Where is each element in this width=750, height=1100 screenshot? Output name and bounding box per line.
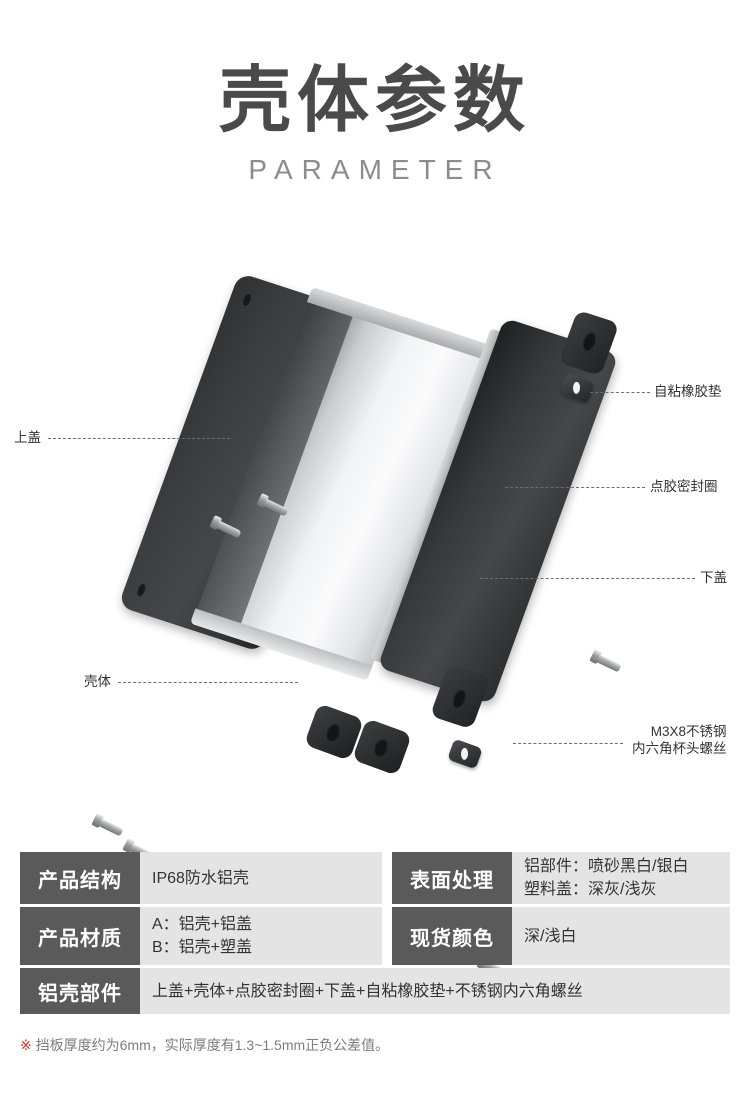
- table-row: 产品材质 A：铝壳+铝盖 B：铝壳+塑盖 现货颜色 深/浅白: [20, 907, 730, 965]
- surface-treatment-line2: 塑料盖：深灰/浅灰: [524, 881, 657, 898]
- leader-line-screw: [513, 743, 623, 744]
- cell-label-shell-components: 铝壳部件: [20, 968, 140, 1014]
- mounting-hole-icon: [324, 721, 343, 744]
- label-rubber-pad: 自粘橡胶垫: [654, 384, 722, 399]
- asterisk-icon: ※: [20, 1037, 32, 1053]
- mounting-hole-icon: [580, 329, 599, 353]
- table-row: 产品结构 IP68防水铝壳 表面处理 铝部件：喷砂黑白/银白 塑料盖：深灰/浅灰: [20, 852, 730, 904]
- cell-value-product-structure: IP68防水铝壳: [140, 852, 382, 904]
- leader-line-seal-ring: [505, 487, 645, 488]
- mounting-ear: [558, 309, 620, 377]
- cell-value-shell-components: 上盖+壳体+点胶密封圈+下盖+自粘橡胶垫+不锈钢内六角螺丝: [140, 968, 730, 1014]
- column-gap: [382, 852, 392, 904]
- table-row: 铝壳部件 上盖+壳体+点胶密封圈+下盖+自粘橡胶垫+不锈钢内六角螺丝: [20, 968, 730, 1014]
- leader-line-top-cover: [48, 438, 230, 439]
- product-material-line2: B：铝壳+塑盖: [152, 939, 253, 956]
- column-gap: [382, 907, 392, 965]
- pad-hole-icon: [572, 381, 581, 394]
- label-screw-line1: M3X8不锈钢: [650, 724, 727, 739]
- screw-shaft-icon: [596, 654, 622, 673]
- product-material-line1: A：铝壳+铝盖: [152, 916, 253, 933]
- footnote-text: 挡板厚度约为6mm，实际厚度有1.3~1.5mm正负公差值。: [35, 1037, 390, 1053]
- specification-table: 产品结构 IP68防水铝壳 表面处理 铝部件：喷砂黑白/银白 塑料盖：深灰/浅灰…: [20, 852, 730, 1017]
- cell-label-stock-color: 现货颜色: [392, 907, 512, 965]
- exploded-view-diagram: 上盖 壳体 自粘橡胶垫 点胶密封圈 下盖 M3X8不锈钢 内六角杯头螺丝: [0, 225, 750, 979]
- mounting-hole-icon: [450, 686, 469, 710]
- rubber-pad-part: [447, 738, 483, 770]
- screw-hole-icon: [135, 581, 148, 598]
- label-bottom-cover: 下盖: [700, 570, 727, 585]
- cell-value-surface-treatment: 铝部件：喷砂黑白/银白 塑料盖：深灰/浅灰: [512, 852, 730, 904]
- footnote: ※ 挡板厚度约为6mm，实际厚度有1.3~1.5mm正负公差值。: [20, 1035, 389, 1055]
- cell-label-product-structure: 产品结构: [20, 852, 140, 904]
- screw-shaft-icon: [98, 818, 124, 837]
- page-title: 壳体参数: [218, 61, 531, 141]
- page-subtitle: PARAMETER: [248, 154, 502, 185]
- cell-label-surface-treatment: 表面处理: [392, 852, 512, 904]
- cell-value-stock-color: 深/浅白: [512, 907, 730, 965]
- cell-value-product-material: A：铝壳+铝盖 B：铝壳+塑盖: [140, 907, 382, 965]
- label-screw-line2: 内六角杯头螺丝: [632, 741, 727, 756]
- leader-line-housing: [118, 682, 298, 683]
- leader-line-bottom-cover: [480, 578, 695, 579]
- screw-hole-icon: [241, 291, 253, 307]
- mounting-ear: [429, 663, 491, 730]
- mounting-hole-icon: [372, 736, 391, 759]
- label-seal-ring: 点胶密封圈: [650, 479, 718, 494]
- page-header: 壳体参数 PARAMETER: [0, 0, 750, 225]
- surface-treatment-line1: 铝部件：喷砂黑白/银白: [524, 858, 689, 875]
- label-top-cover: 上盖: [14, 430, 41, 445]
- leader-line-rubber-pad: [590, 392, 650, 393]
- label-housing: 壳体: [84, 674, 111, 689]
- pad-hole-icon: [460, 747, 469, 760]
- cell-label-product-material: 产品材质: [20, 907, 140, 965]
